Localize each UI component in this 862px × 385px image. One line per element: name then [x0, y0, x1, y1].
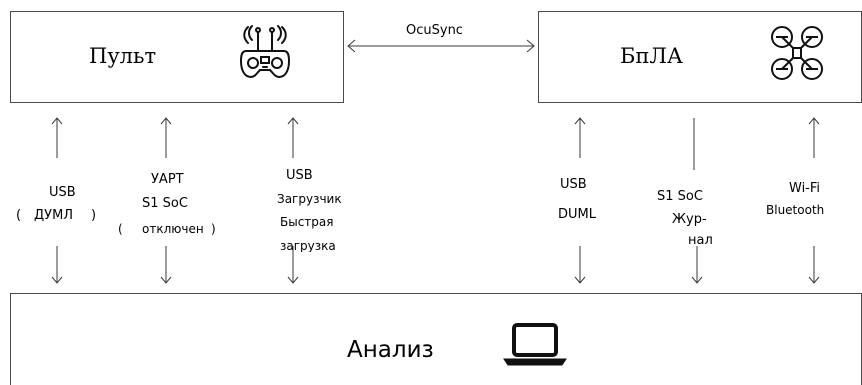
uav-soc-log-2: нал	[688, 234, 713, 245]
analysis-node: Анализ	[10, 293, 862, 385]
uav-node: БпЛА	[538, 11, 862, 103]
uav-usb-label: USB	[560, 177, 587, 192]
remote-usb-close-paren: )	[91, 208, 97, 223]
remote-uart-soc: S1 SoC	[142, 196, 188, 211]
remote-usb-label: USB	[49, 185, 76, 200]
remote-usb2-clip: загрузка	[276, 240, 346, 252]
laptop-icon	[503, 323, 567, 366]
uav-wifi-label: Wi-Fi	[789, 181, 821, 196]
remote-controller-icon	[240, 25, 290, 79]
remote-usb-open-paren: (	[16, 208, 22, 223]
uav-soc-label: S1 SoC	[657, 189, 703, 204]
remote-node: Пульт	[10, 11, 344, 103]
remote-usb2-label: USB	[286, 168, 313, 183]
ocusync-label: OcuSync	[406, 23, 463, 38]
analysis-node-label: Анализ	[347, 337, 434, 363]
uav-usb-protocol: DUML	[558, 207, 596, 222]
remote-uart-open-paren: (	[118, 222, 123, 236]
uav-bluetooth-label: Bluetooth	[766, 203, 825, 217]
remote-uart-label: УАРТ	[151, 172, 184, 187]
remote-usb-protocol: ДУМЛ	[34, 208, 74, 223]
drone-icon	[771, 26, 823, 80]
remote-usb2-bootloader: Загрузчик	[277, 192, 342, 206]
remote-usb2-fastboot-1: Быстрая	[280, 215, 334, 229]
uav-node-label: БпЛА	[620, 44, 683, 68]
remote-node-label: Пульт	[89, 44, 157, 68]
uav-soc-clip: нал	[684, 234, 724, 245]
remote-uart-status: отключен	[142, 222, 204, 236]
remote-usb2-fastboot-2: загрузка	[280, 240, 336, 252]
uav-soc-log-1: Жур-	[672, 212, 707, 227]
remote-uart-close-paren: )	[211, 222, 216, 236]
